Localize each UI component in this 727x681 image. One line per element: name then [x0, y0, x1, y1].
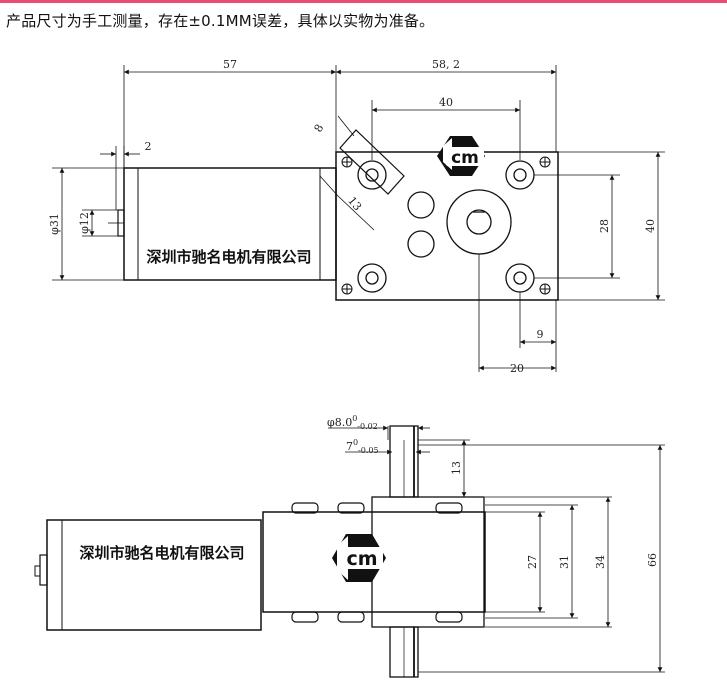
dim-9: 9 — [537, 328, 544, 341]
dim-shaft-diameter-tol-bottom: -0.02 — [357, 422, 378, 431]
measurement-note: 产品尺寸为手工测量，存在±0.1MM误差，具体以实物为准备。 — [6, 12, 435, 30]
dim-40-top: 40 — [439, 96, 453, 109]
side-logo-text: cm — [346, 548, 377, 570]
dim-flat-base: 7 — [346, 440, 353, 453]
dim-8: 8 — [312, 122, 327, 135]
corner-screws — [341, 156, 551, 295]
front-view: 深圳市驰名电机有限公司 — [48, 58, 665, 375]
dim-flat-tol-bottom: -0.05 — [358, 446, 379, 455]
side-rear-shaft — [39, 554, 48, 586]
side-motor-body — [46, 519, 262, 631]
side-extension-lines — [387, 426, 665, 673]
cm-logo: cm — [437, 136, 485, 176]
dim-58-2: 58, 2 — [432, 58, 460, 71]
brand-label: 深圳市驰名电机有限公司 — [146, 248, 311, 266]
dim-31-side: 31 — [558, 555, 571, 569]
dim-flat: 70-0.05 — [346, 438, 379, 455]
dim-27: 27 — [526, 555, 539, 569]
side-gearbox — [262, 511, 486, 613]
side-rear-tip — [34, 565, 41, 577]
side-view: 深圳市驰名电机有限公司 cm — [34, 414, 665, 678]
side-brand-label: 深圳市驰名电机有限公司 — [79, 544, 244, 562]
dim-shaft-diameter: φ8.00-0.02 — [327, 414, 378, 431]
dim-phi31: φ31 — [48, 213, 61, 235]
dim-28: 28 — [598, 219, 611, 233]
side-dimension-lines — [328, 425, 663, 672]
dimension-lines — [59, 69, 661, 371]
slot-feature — [339, 129, 405, 195]
side-cm-logo: cm — [332, 534, 386, 582]
side-flange — [371, 496, 485, 628]
dim-phi12: φ12 — [78, 212, 91, 234]
dim-2: 2 — [145, 140, 152, 153]
dim-flat-tol-top: 0 — [353, 438, 358, 447]
extension-lines — [52, 65, 665, 372]
accent-bar — [0, 0, 727, 3]
dim-13: 13 — [345, 194, 364, 213]
logo-text: cm — [451, 148, 479, 168]
dim-shaft-diameter-base: φ8.0 — [327, 416, 352, 429]
dim-66: 66 — [646, 553, 659, 567]
mounting-holes — [357, 160, 535, 293]
dim-13-side: 13 — [450, 461, 463, 475]
dim-shaft-diameter-tol-top: 0 — [352, 414, 357, 423]
dim-20: 20 — [510, 362, 524, 375]
dim-40-right: 40 — [644, 219, 657, 233]
dim-57: 57 — [223, 58, 237, 71]
dim-34: 34 — [594, 555, 607, 569]
output-shaft — [446, 189, 512, 255]
